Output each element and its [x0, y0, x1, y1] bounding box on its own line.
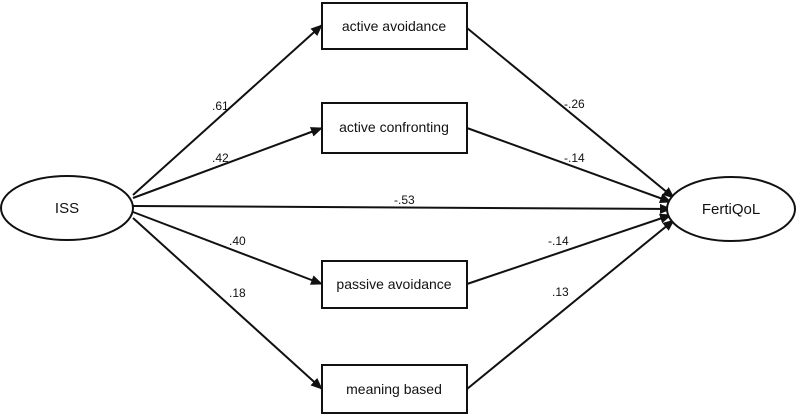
node-iss	[0, 175, 134, 241]
coef-iss-meaning-based: .18	[229, 286, 246, 300]
node-active-avoidance	[321, 2, 468, 50]
node-meaning-based	[321, 364, 468, 414]
edge-iss-active-avoidance	[132, 24, 323, 196]
node-fertiqol	[666, 176, 796, 242]
coef-iss-passive-avoidance: .40	[229, 234, 246, 248]
edge-iss-active-confronting	[132, 127, 323, 199]
coef-iss-fertiqol: -.53	[394, 193, 415, 207]
node-fertiqol-label: FertiQoL	[702, 201, 760, 218]
coef-meaning-based-fertiqol: .13	[552, 285, 569, 299]
edge-active-avoidance-fertiqol	[466, 27, 675, 199]
node-passive-avoidance-label: passive avoidance	[336, 276, 451, 292]
node-active-confronting-label: active confronting	[339, 119, 449, 135]
node-active-confronting	[321, 102, 468, 154]
coef-active-confronting-fertiqol: -.14	[564, 151, 585, 165]
node-passive-avoidance	[321, 260, 468, 309]
coef-active-avoidance-fertiqol: -.26	[564, 97, 585, 111]
node-active-avoidance-label: active avoidance	[342, 18, 447, 34]
edge-meaning-based-fertiqol	[466, 219, 675, 390]
coef-iss-active-confronting: .42	[212, 151, 229, 165]
node-meaning-based-label: meaning based	[346, 381, 442, 397]
edge-active-confronting-fertiqol	[466, 127, 672, 203]
node-iss-label: ISS	[55, 200, 79, 217]
coef-iss-active-avoidance: .61	[212, 99, 229, 113]
edge-iss-passive-avoidance	[132, 211, 323, 285]
edge-iss-meaning-based	[132, 217, 323, 390]
coef-passive-avoidance-fertiqol: -.14	[548, 234, 569, 248]
edge-iss-fertiqol	[132, 203, 672, 214]
edge-passive-avoidance-fertiqol	[466, 213, 672, 285]
